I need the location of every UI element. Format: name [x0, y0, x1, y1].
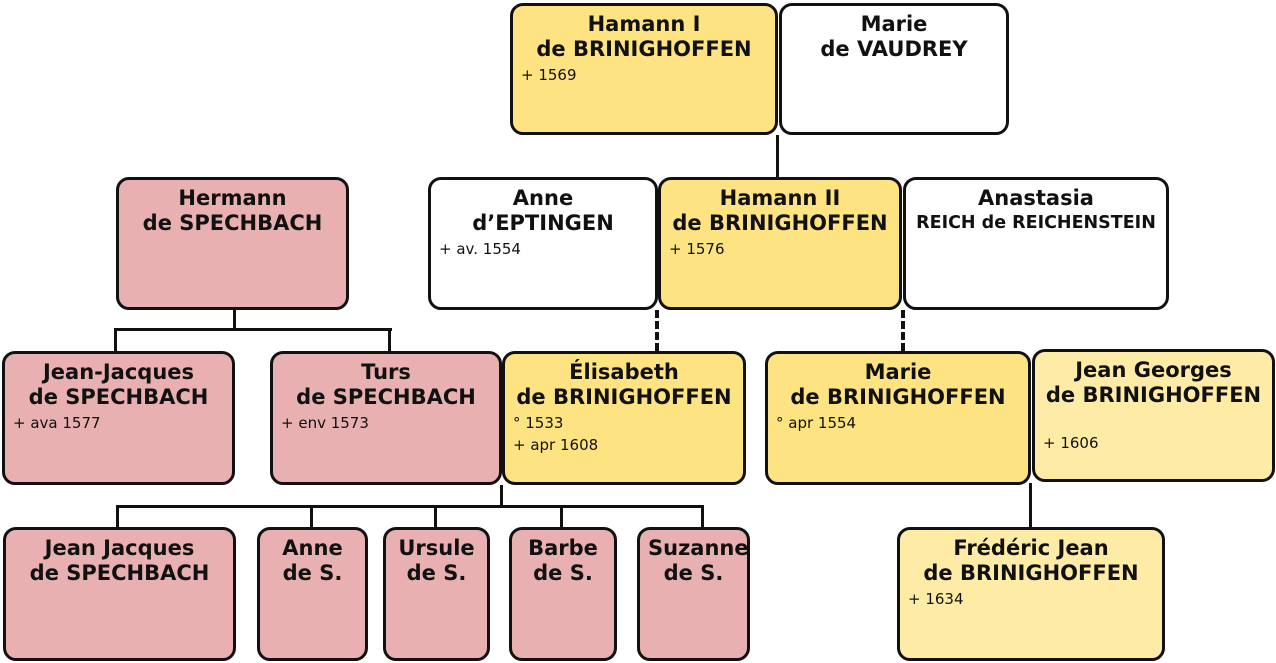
person-family-name: d’EPTINGEN [472, 211, 614, 235]
connector-line [701, 505, 704, 529]
connector-line [500, 485, 503, 508]
person-first-name: Anne [512, 186, 574, 210]
person-dates: + 1634 [908, 590, 964, 608]
dotted-connector-line [901, 310, 905, 351]
person-first-name: Anne [282, 536, 343, 560]
connector-line [434, 505, 437, 529]
dotted-connector-line [655, 310, 659, 351]
person-first-name: Barbe [528, 536, 598, 560]
person-first-name: Turs [361, 360, 411, 384]
person-family-name: de SPECHBACH [142, 211, 323, 235]
person-first-name: Hamann II [719, 186, 841, 210]
person-family-name: de BRINIGHOFFEN [923, 561, 1139, 585]
person-family-name: de BRINIGHOFFEN [536, 37, 752, 61]
connector-line [560, 505, 563, 529]
connector-line [116, 328, 392, 331]
person-family-name: de SPECHBACH [296, 385, 476, 409]
connector-line [116, 505, 704, 508]
person-family-name: de S. [282, 561, 343, 585]
person-family-name: REICH de REICHENSTEIN [916, 213, 1156, 233]
connector-line [310, 505, 313, 529]
person-first-name: Jean Jacques [44, 536, 195, 560]
connector-line [1029, 483, 1032, 529]
person-family-name: de BRINIGHOFFEN [672, 211, 888, 235]
person-first-name: Élisabeth [569, 360, 679, 384]
connector-line [233, 310, 236, 331]
person-dates: + 1576 [669, 240, 725, 258]
person-first-name: Jean Georges [1075, 358, 1232, 382]
person-dates: + ava 1577 [13, 414, 101, 432]
person-family-name: de VAUDREY [820, 37, 968, 61]
person-first-name: Frédéric Jean [953, 536, 1109, 560]
person-family-name: de S. [663, 561, 724, 585]
person-first-name: Jean-Jacques [42, 360, 195, 384]
person-family-name: de BRINIGHOFFEN [790, 385, 1006, 409]
person-dates: + 1606 [1043, 434, 1099, 452]
connector-line [114, 328, 117, 352]
person-first-name: Hermann [178, 186, 287, 210]
connector-line [116, 505, 119, 529]
person-family-name: de S. [533, 561, 593, 585]
person-first-name: Anastasia [978, 186, 1094, 210]
person-first-name: Hamann I [587, 12, 701, 36]
person-family-name: de SPECHBACH [28, 385, 209, 409]
person-dates: + 1569 [521, 66, 577, 84]
person-first-name: Ursule [398, 536, 475, 560]
person-family-name: de S. [406, 561, 467, 585]
person-dates: + env 1573 [281, 414, 369, 432]
person-first-name: Marie [860, 12, 928, 36]
person-dates: ° apr 1554 [776, 414, 857, 432]
person-dates: + av. 1554 [439, 240, 521, 258]
person-first-name: Suzanne [648, 536, 749, 560]
person-family-name: de SPECHBACH [29, 561, 210, 585]
connector-line [388, 328, 391, 352]
person-dates: ° 1533 + apr 1608 [513, 414, 599, 454]
person-first-name: Marie [864, 360, 932, 384]
person-family-name: de BRINIGHOFFEN [516, 385, 732, 409]
connector-line [776, 135, 779, 179]
person-family-name: de BRINIGHOFFEN [1045, 383, 1262, 407]
